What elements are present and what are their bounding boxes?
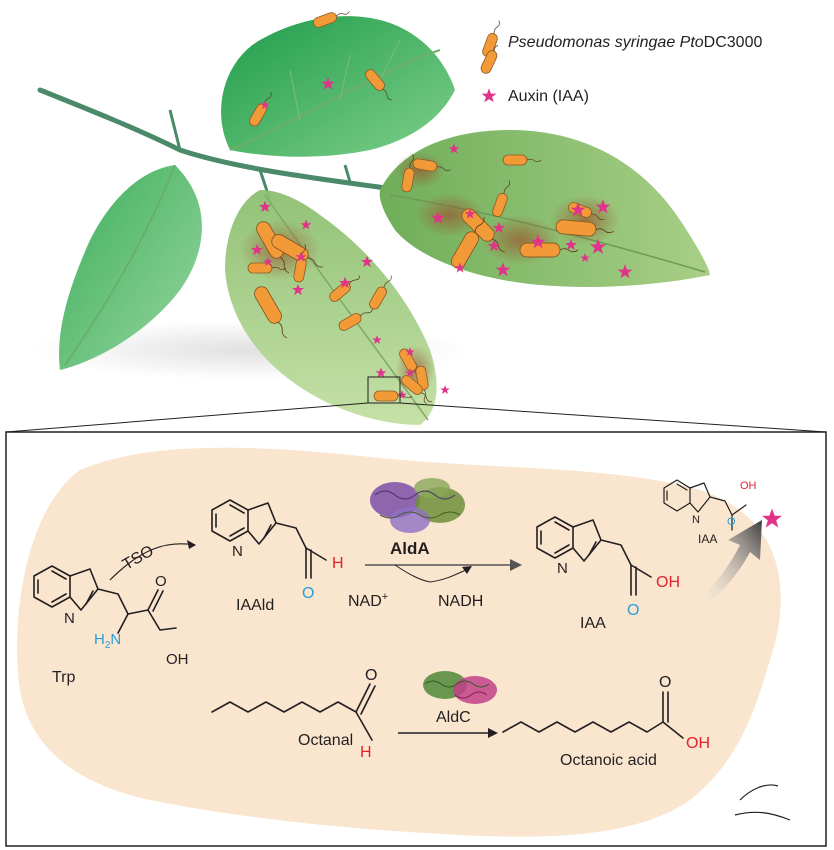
octanoic-oh: OH [686,735,710,752]
iaa-exported-oh: OH [740,480,757,492]
zoom-box [367,376,401,404]
trp-n-amine: N [110,631,121,648]
octanal-molecule: O H Octanal [211,667,377,761]
bacterial-cell [17,447,781,837]
export-arrow [695,520,762,612]
svg-text:Pseudomonas syringae PtoDC3000: Pseudomonas syringae PtoDC3000 [508,34,762,51]
iaa-exported-n: N [692,514,700,526]
trp-oh: OH [166,651,189,668]
iaald-o: O [302,585,314,602]
trp-h-sub: 2 [105,640,111,651]
octanoic-o: O [659,674,671,691]
iaa-exported-label: IAA [698,532,717,546]
bacterium-legend-label-strain: DC3000 [704,34,763,51]
alda-label: AldA [390,539,430,558]
nad-plus: + [382,591,388,603]
auxin-legend-label: Auxin (IAA) [508,88,589,105]
plant-illustration [5,6,827,433]
trp-h: H [94,631,105,648]
octanal-h: H [360,744,372,761]
leaf-left [59,164,202,370]
leaf-top [221,16,455,157]
iaa-exported-molecule: N OH O IAA [663,479,757,546]
bacterium-legend-icon [480,44,499,74]
svg-text:H2N: H2N [94,631,121,651]
iaa-exported-o: O [727,516,736,528]
reaction-panel: N O OH H2N Trp TSO N O H IAAld [5,431,827,847]
iaald-molecule: N O H IAAld [211,499,344,614]
trp-label: Trp [52,669,76,686]
trp-o: O [155,573,167,590]
iaa-molecule: N O OH IAA [536,516,680,632]
iaa-o: O [627,602,639,619]
iaald-h: H [332,555,344,572]
octanoic-acid-molecule: O OH Octanoic acid [502,674,710,769]
aldc-protein-icon [423,671,497,704]
alda-protein-icon [370,478,465,533]
iaald-n: N [232,543,243,560]
svg-text:NAD+: NAD+ [348,591,388,610]
auxin-legend-star-icon [481,88,497,103]
iaa-oh: OH [656,574,680,591]
octanal-label: Octanal [298,732,353,749]
octanal-o: O [365,667,377,684]
tso-arrow [109,543,196,581]
leaf-right-infected [379,130,710,287]
iaald-label: IAAld [236,597,274,614]
trp-molecule: N O OH H2N Trp [33,565,189,686]
octanoic-label: Octanoic acid [560,752,657,769]
bacterium-legend-label-italic: Pseudomonas syringae Pto [508,34,704,51]
trp-n: N [64,610,75,627]
nad-label: NAD [348,593,382,610]
aldc-label: AldC [436,709,471,726]
iaa-n: N [557,560,568,577]
legend: Pseudomonas syringae PtoDC3000 Auxin (IA… [480,34,762,105]
nadh-label: NADH [438,593,483,610]
iaa-label: IAA [580,615,606,632]
